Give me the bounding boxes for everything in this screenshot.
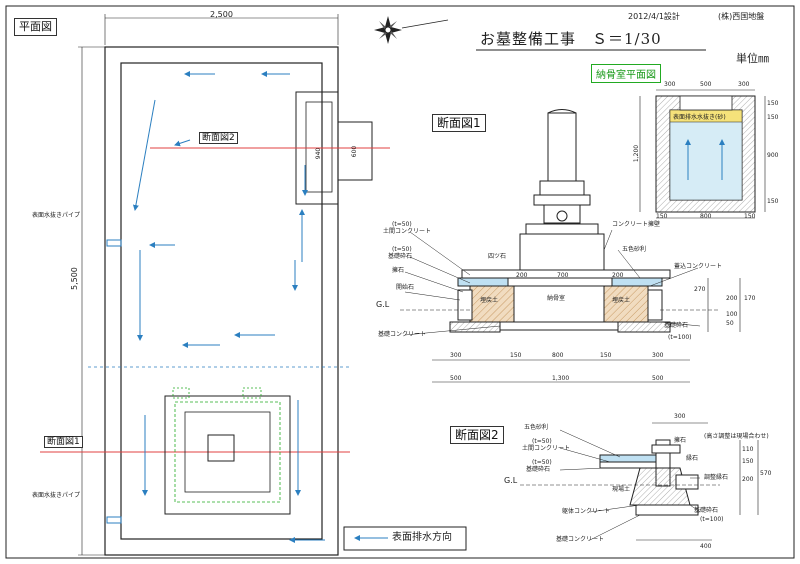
ossuary-bottom-dim-2: 800: [700, 213, 712, 220]
compass-icon: [374, 16, 449, 44]
s1-concrete-wall: コンクリート擁壁: [612, 221, 661, 228]
s1-ossuary: 納骨室: [547, 295, 566, 302]
s1-right-dim-4: 100: [726, 311, 738, 318]
s1-soil-concrete: 土間コンクリート: [383, 228, 432, 235]
plan-dim-600: 600: [351, 145, 359, 158]
plan-view: [40, 14, 390, 556]
legend-text: 表面排水方向: [392, 532, 452, 543]
s2-five-color-gravel: 五色砂利: [524, 424, 549, 431]
ossuary-top-dim-3: 300: [738, 81, 750, 88]
s1-gl: G.L: [376, 300, 390, 309]
s2-soil-concrete: 土間コンクリート: [522, 445, 571, 452]
company-name: (株)西国地盤: [718, 12, 765, 21]
s1-four-stone: 四ツ石: [488, 253, 507, 260]
s2-bottom-dim: 400: [700, 543, 712, 550]
drawing-title: お墓整備工事 Ｓ＝1/30: [480, 30, 662, 48]
s1-base-concrete: 基礎コンクリート: [378, 331, 427, 338]
ossuary-top-dim-1: 300: [664, 81, 676, 88]
s2-top-dim: 300: [674, 413, 686, 420]
s1-bottom-dim-2: 150: [510, 352, 522, 359]
s2-right-dim-1: 110: [742, 446, 754, 453]
s2-right-dim-2: 150: [742, 458, 754, 465]
ossuary-bottom-dim-1: 150: [656, 213, 668, 220]
s1-five-color-gravel: 五色砂利: [622, 246, 647, 253]
sheet-border: [5, 5, 795, 559]
s2-t50-b: (t=50): [532, 459, 552, 466]
s2-stone-a: 擁石: [674, 437, 687, 444]
s2-base-concrete: 基礎コンクリート: [556, 536, 605, 543]
s1-retaining-stone: 擁石: [392, 267, 405, 274]
s1-top-dim-3: 200: [612, 272, 624, 279]
s2-t100: (t=100): [700, 516, 724, 523]
plan-section1-label: 断面図1: [44, 436, 83, 448]
pipe-label-upper: 表面水抜きパイプ: [32, 212, 81, 219]
s1-top-dim-1: 200: [516, 272, 528, 279]
section2-label: 断面図2: [450, 426, 504, 444]
s1-bottom-dim-5: 300: [652, 352, 664, 359]
s2-base-gravel: 基礎砕石: [526, 466, 551, 473]
s1-t100: (t=100): [668, 334, 692, 341]
s1-base-gravel-right: 基礎砕石: [664, 322, 689, 329]
drain-pipe-lower: [106, 516, 122, 524]
ossuary-right-dim-2: 150: [767, 114, 779, 121]
s1-bottom-dim-8: 500: [652, 375, 664, 382]
s2-backfill: 現場土: [612, 486, 631, 493]
s2-adjust-stone: 調整縁石: [704, 474, 729, 481]
s2-note-height: (高さ調整は現場合わせ): [704, 433, 769, 440]
s1-bottom-dim-3: 800: [552, 352, 564, 359]
plan-width-dim: 2,500: [210, 10, 233, 19]
s2-stone-b: 縁石: [686, 455, 699, 462]
s1-right-dim-3: 170: [744, 295, 756, 302]
s1-fill-concrete: 蓋込コンクリート: [674, 263, 723, 270]
s1-bottom-dim-1: 300: [450, 352, 462, 359]
s1-right-dim-1: 270: [694, 286, 706, 293]
ossuary-top-dim-2: 500: [700, 81, 712, 88]
plan-dim-940: 940: [315, 147, 323, 160]
ossuary-bottom-dim-3: 150: [744, 213, 756, 220]
s1-opening-stone: 開始石: [396, 284, 415, 291]
ossuary-inner-label: 表面排水水抜き(砂): [673, 114, 726, 121]
section-2-view: [520, 422, 759, 541]
plan-label: 平面図: [14, 18, 57, 36]
s2-right-dim-3: 200: [742, 476, 754, 483]
s1-t50-b: (t=50): [392, 246, 412, 253]
s1-top-dim-2: 700: [557, 272, 569, 279]
section1-label: 断面図1: [432, 114, 486, 132]
ossuary-plan-label: 納骨室平面図: [591, 64, 661, 83]
s1-backfill-right: 埋戻土: [612, 297, 631, 304]
s2-t50-a: (t=50): [532, 438, 552, 445]
drain-arrows: [132, 71, 325, 543]
title-underline: [476, 49, 706, 51]
pipe-label-lower: 表面水抜きパイプ: [32, 492, 81, 499]
ossuary-left-dim: 1,200: [633, 144, 641, 163]
unit-label: 単位㎜: [736, 52, 769, 65]
drain-pipe-upper: [106, 239, 122, 247]
design-date: 2012/4/1設計: [628, 12, 680, 21]
plan-height-dim: 5,500: [70, 267, 79, 290]
section-1-view: [400, 109, 741, 383]
s1-right-dim-5: 50: [726, 320, 734, 327]
ossuary-right-dim-4: 150: [767, 198, 779, 205]
s1-base-gravel: 基礎砕石: [388, 253, 413, 260]
s2-right-dim-4: 570: [760, 470, 772, 477]
ossuary-right-dim-1: 150: [767, 100, 779, 107]
s2-gl: G.L: [504, 476, 518, 485]
s2-base-gravel-right: 基礎砕石: [694, 507, 719, 514]
s1-t50-a: (t=50): [392, 221, 412, 228]
ossuary-right-dim-3: 900: [767, 152, 779, 159]
s1-bottom-dim-4: 150: [600, 352, 612, 359]
s2-skeleton-concrete: 躯体コンクリート: [562, 508, 611, 515]
s1-bottom-dim-6: 500: [450, 375, 462, 382]
ossuary-plan-view: [639, 89, 766, 219]
s1-backfill-left: 埋戻土: [480, 297, 499, 304]
s1-right-dim-2: 200: [726, 295, 738, 302]
s1-bottom-dim-7: 1,300: [552, 375, 570, 382]
plan-section2-label: 断面図2: [199, 132, 238, 144]
plan-legend: [343, 526, 467, 551]
